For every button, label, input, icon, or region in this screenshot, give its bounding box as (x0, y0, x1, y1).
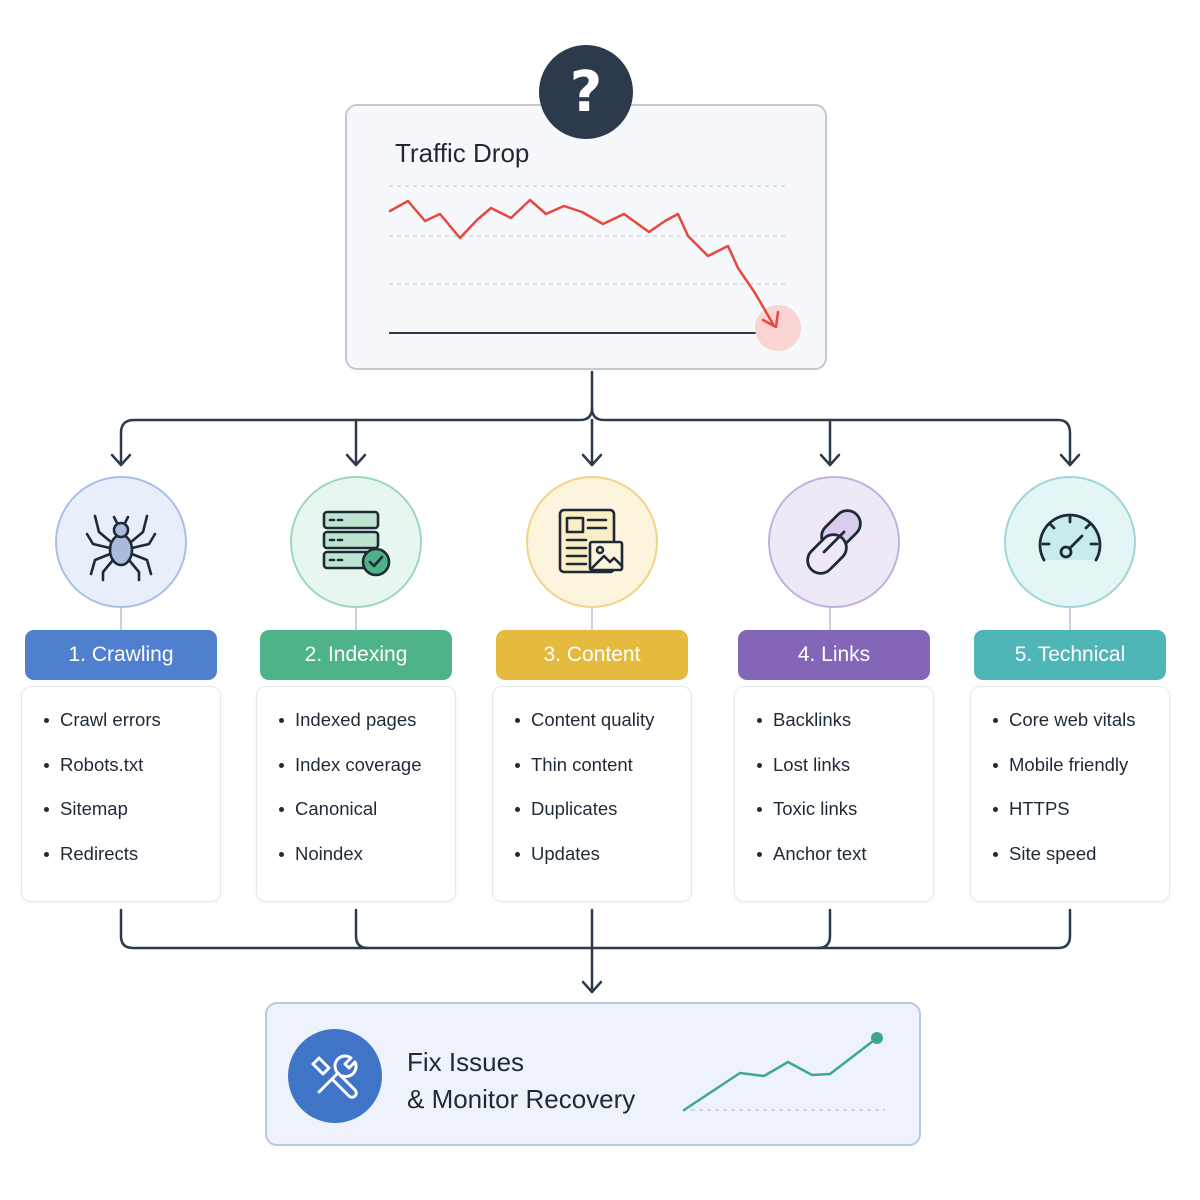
links-icon-circle (768, 476, 900, 608)
list-item: Content quality (513, 709, 691, 754)
category-label-links: 4. Links (738, 630, 930, 680)
list-item: Lost links (755, 754, 933, 799)
list-item: Core web vitals (991, 709, 1169, 754)
category-list-crawling: Crawl errors Robots.txt Sitemap Redirect… (21, 686, 221, 902)
speedometer-icon (1038, 513, 1102, 562)
list-item: Sitemap (42, 798, 220, 843)
list-item: Index coverage (277, 754, 455, 799)
list-item: Canonical (277, 798, 455, 843)
list-item: Backlinks (755, 709, 933, 754)
list-item: Indexed pages (277, 709, 455, 754)
traffic-drop-title: Traffic Drop (395, 138, 530, 168)
list-item: Updates (513, 843, 691, 888)
list-item: Thin content (513, 754, 691, 799)
indexing-icon-circle (290, 476, 422, 608)
content-icon-circle (526, 476, 658, 608)
list-item: Robots.txt (42, 754, 220, 799)
category-label-technical: 5. Technical (974, 630, 1166, 680)
fix-issues-card: Fix Issues & Monitor Recovery (265, 1002, 921, 1146)
list-item: Noindex (277, 843, 455, 888)
category-list-links: Backlinks Lost links Toxic links Anchor … (734, 686, 934, 902)
list-item: Redirects (42, 843, 220, 888)
result-line-2: & Monitor Recovery (407, 1084, 636, 1114)
list-item: Crawl errors (42, 709, 220, 754)
technical-icon-circle (1004, 476, 1136, 608)
list-item: Duplicates (513, 798, 691, 843)
document-image-icon (558, 508, 624, 574)
crawling-icon-circle (55, 476, 187, 608)
link-chain-icon (806, 509, 862, 575)
category-label-content: 3. Content (496, 630, 688, 680)
result-line-1: Fix Issues (407, 1047, 525, 1077)
category-list-content: Content quality Thin content Duplicates … (492, 686, 692, 902)
traffic-drop-chart (388, 185, 801, 351)
category-list-technical: Core web vitals Mobile friendly HTTPS Si… (970, 686, 1170, 902)
fix-issues-title: Fix Issues & Monitor Recovery (407, 1044, 635, 1118)
list-item: HTTPS (991, 798, 1169, 843)
list-item: Mobile friendly (991, 754, 1169, 799)
list-item: Anchor text (755, 843, 933, 888)
spider-icon (85, 514, 157, 582)
badge-glyph: ? (569, 59, 603, 125)
server-check-icon (322, 510, 391, 577)
traffic-drop-card (345, 104, 827, 370)
category-label-indexing: 2. Indexing (260, 630, 452, 680)
question-mark-icon: ? (539, 45, 633, 139)
category-label-crawling: 1. Crawling (25, 630, 217, 680)
category-list-indexing: Indexed pages Index coverage Canonical N… (256, 686, 456, 902)
list-item: Site speed (991, 843, 1169, 888)
list-item: Toxic links (755, 798, 933, 843)
wrench-screwdriver-icon (288, 1029, 382, 1123)
